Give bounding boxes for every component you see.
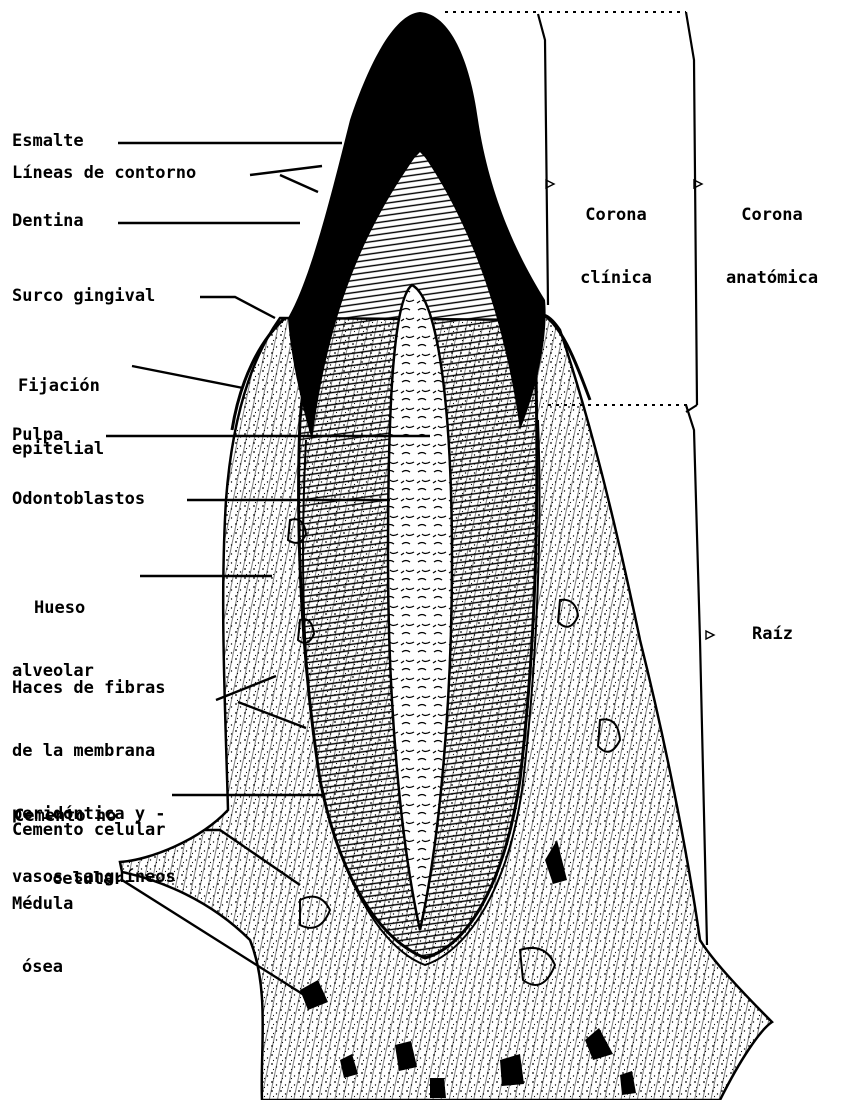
label-corona-clinica: Corona clínica xyxy=(556,163,676,310)
label-corona-anatomica-line1: Corona xyxy=(708,205,836,226)
label-raiz: Raíz xyxy=(752,624,793,645)
label-fijacion-epitelial: Fijación epitelial xyxy=(12,334,104,481)
label-haces-line1: Haces de fibras xyxy=(12,678,176,699)
label-surco-gingival: Surco gingival xyxy=(12,286,155,307)
label-hueso-line1: Hueso xyxy=(12,598,94,619)
label-odontoblastos: Odontoblastos xyxy=(12,489,145,510)
label-lineas-de-contorno: Líneas de contorno xyxy=(12,163,196,184)
label-corona-clinica-line2: clínica xyxy=(556,268,676,289)
label-pulpa: Pulpa xyxy=(12,425,63,446)
label-dentina: Dentina xyxy=(12,211,84,232)
label-haces-line2: de la membrana xyxy=(12,741,176,762)
label-corona-clinica-line1: Corona xyxy=(556,205,676,226)
label-medula-osea: Médula ósea xyxy=(12,852,73,999)
label-cemento-celular: Cemento celular xyxy=(12,820,166,841)
label-esmalte: Esmalte xyxy=(12,131,84,152)
label-medula-line1: Médula xyxy=(12,894,73,915)
label-fijacion-line1: Fijación xyxy=(12,376,104,397)
label-medula-line2: ósea xyxy=(12,957,73,978)
label-corona-anatomica: Corona anatómica xyxy=(708,163,836,310)
label-corona-anatomica-line2: anatómica xyxy=(708,268,836,289)
